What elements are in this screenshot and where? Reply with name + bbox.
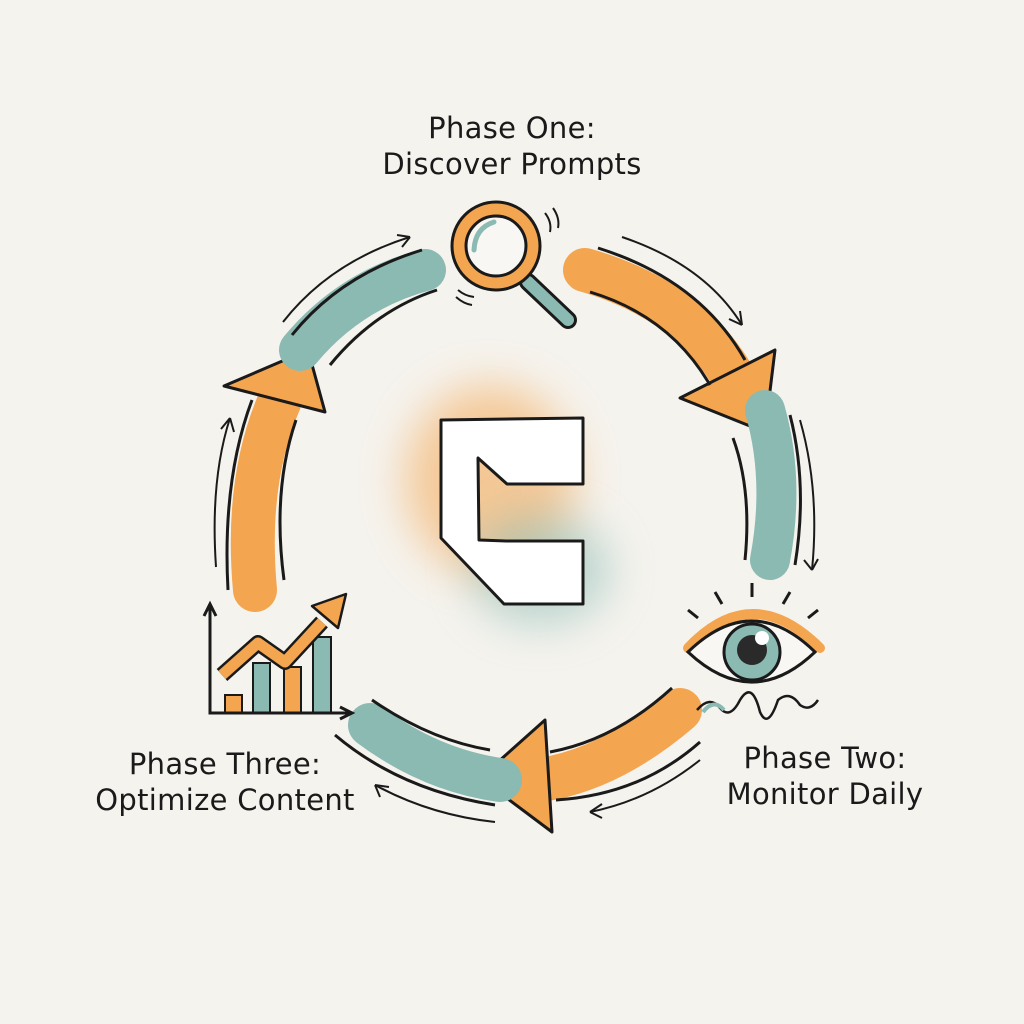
phase-one-title: Phase One: <box>428 111 596 145</box>
phase-two-label: Phase Two: Monitor Daily <box>690 740 960 812</box>
magnifying-glass-icon <box>450 200 577 329</box>
phase-two-title: Phase Two: <box>743 741 907 775</box>
eye-icon <box>683 583 825 720</box>
center-logo-c-icon <box>439 416 585 606</box>
arc-bottom-teal <box>334 698 522 823</box>
phase-three-subtitle: Optimize Content <box>95 783 355 817</box>
phase-two-subtitle: Monitor Daily <box>726 777 924 811</box>
arc-top-left-teal <box>279 234 446 371</box>
arrow-phase-three-to-one <box>213 348 327 612</box>
arrow-phase-two-to-three <box>478 686 702 834</box>
phase-one-subtitle: Discover Prompts <box>382 147 642 181</box>
phase-three-label: Phase Three: Optimize Content <box>70 746 380 818</box>
arc-right-teal <box>731 390 819 580</box>
phase-one-label: Phase One: Discover Prompts <box>362 110 662 182</box>
growth-chart-icon <box>202 592 356 721</box>
arrow-phase-one-to-two <box>563 236 777 434</box>
phase-three-title: Phase Three: <box>128 747 322 781</box>
